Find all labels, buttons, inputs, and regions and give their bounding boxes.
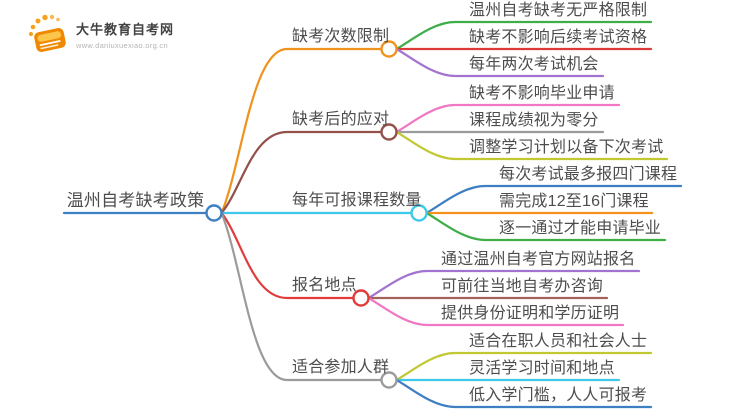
- branch-node-handle[interactable]: [410, 204, 428, 222]
- connector-line: [220, 211, 355, 300]
- leaf-label[interactable]: 逐一通过才能申请毕业: [499, 220, 662, 237]
- leaf-label[interactable]: 每年两次考试机会: [469, 56, 599, 73]
- connector-line: [395, 20, 653, 51]
- branch-node-handle[interactable]: [380, 371, 398, 389]
- leaf-label[interactable]: 缺考不影响后续考试资格: [469, 29, 648, 46]
- connector-line: [395, 130, 669, 161]
- connector-line: [395, 47, 605, 78]
- logo-url: www.daniuxuexiao.org.cn: [76, 41, 168, 50]
- connector-line: [367, 296, 625, 327]
- leaf-label[interactable]: 调整学习计划以备下次考试: [469, 139, 664, 156]
- root-node-handle[interactable]: [205, 204, 223, 222]
- connector-line: [425, 184, 683, 215]
- leaf-label[interactable]: 适合在职人员和社会人士: [469, 333, 648, 350]
- root-node-label[interactable]: 温州自考缺考政策: [66, 191, 205, 210]
- branch-node-handle[interactable]: [352, 289, 370, 307]
- leaf-label[interactable]: 低入学门槛，人人可报考: [469, 387, 648, 404]
- connector-line: [367, 269, 641, 300]
- branch-label[interactable]: 每年可报课程数量: [292, 192, 422, 209]
- connector-line: [220, 47, 383, 215]
- branch-label[interactable]: 缺考次数限制: [292, 28, 390, 45]
- branch-label[interactable]: 报名地点: [292, 277, 357, 294]
- leaf-label[interactable]: 缺考不影响毕业申请: [469, 85, 615, 102]
- logo-book-icon: [26, 12, 70, 61]
- connector-line: [395, 378, 653, 409]
- branch-node-handle[interactable]: [380, 40, 398, 58]
- site-logo: 大牛教育自考网 www.daniuxuexiao.org.cn: [26, 12, 174, 61]
- connector-line: [220, 211, 383, 382]
- connector-line: [395, 351, 653, 382]
- leaf-label[interactable]: 温州自考缺考无严格限制: [469, 2, 648, 19]
- connector-line: [395, 103, 621, 134]
- leaf-label[interactable]: 灵活学习时间和地点: [469, 360, 615, 377]
- leaf-label[interactable]: 通过温州自考官方网站报名: [441, 251, 636, 268]
- connector-line: [425, 211, 667, 242]
- leaf-label[interactable]: 每次考试最多报四门课程: [499, 166, 678, 183]
- branch-label[interactable]: 适合参加人群: [292, 359, 390, 376]
- leaf-label[interactable]: 需完成12至16门课程: [499, 193, 649, 210]
- logo-title: 大牛教育自考网: [76, 22, 175, 37]
- connector-line: [220, 130, 383, 215]
- leaf-label[interactable]: 可前往当地自考办咨询: [441, 278, 604, 295]
- branch-label[interactable]: 缺考后的应对: [292, 111, 390, 128]
- leaf-label[interactable]: 课程成绩视为零分: [469, 112, 599, 129]
- leaf-label[interactable]: 提供身份证明和学历证明: [441, 305, 620, 322]
- branch-node-handle[interactable]: [380, 123, 398, 141]
